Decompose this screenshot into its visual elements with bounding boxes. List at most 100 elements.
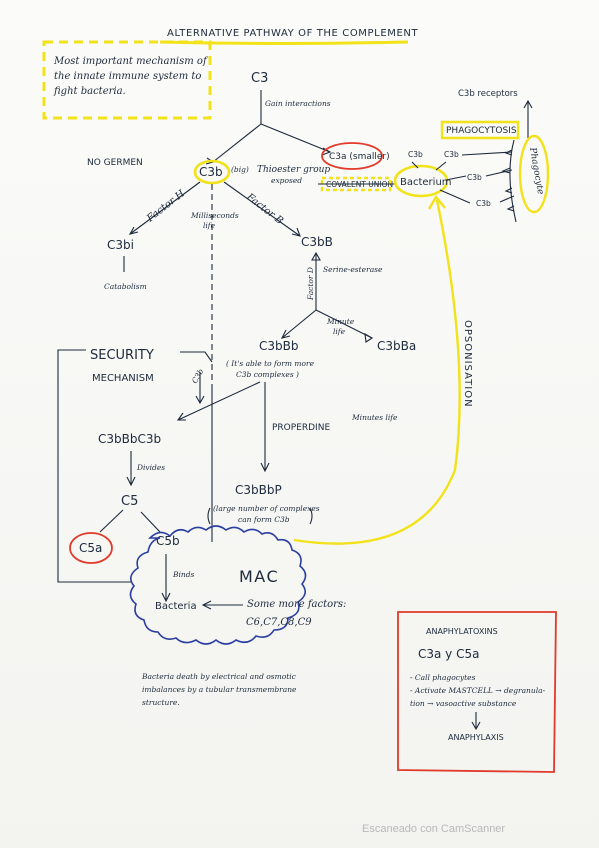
mac-cloud	[129, 525, 307, 645]
node-c3bbb: C3bBb	[259, 339, 298, 353]
c3b-side-label: C3b	[190, 367, 206, 385]
node-c3bb: C3bB	[301, 235, 333, 249]
c3b-tag-4: C3b	[476, 199, 491, 208]
c5-split	[99, 509, 161, 533]
c3b-side-arrow	[195, 372, 205, 405]
big-label: (big)	[231, 165, 249, 174]
c3b-tag-3: C3b	[467, 173, 482, 182]
milliseconds-line-1: Milliseconds	[190, 211, 239, 220]
c3a-y-c5a-label: C3a y C5a	[418, 647, 479, 661]
arrowhead	[128, 226, 139, 235]
c3bbbp-note-line-2: can form C3b	[238, 515, 290, 524]
catabolism-label: Catabolism	[104, 282, 147, 291]
page-title: ALTERNATIVE PATHWAY OF THE COMPLEMENT	[167, 28, 418, 39]
thioester-line-2: exposed	[271, 176, 302, 185]
c3bb-split	[281, 309, 373, 339]
binds-arrow	[161, 554, 171, 603]
opsonisation-curve	[293, 199, 461, 545]
node-c3bbbc3b: C3bBbC3b	[98, 432, 161, 446]
node-c5: C5	[121, 494, 138, 509]
bacteria-death-line-3: structure.	[142, 698, 180, 707]
factors-arrow	[201, 600, 243, 610]
title-highlight	[159, 40, 409, 45]
milliseconds-line-2: life	[203, 221, 216, 230]
c3b-tag-1: C3b	[408, 150, 423, 159]
serine-esterase-label: Serine-esterase	[323, 265, 383, 274]
factor-h-branch	[129, 181, 201, 235]
security-line-2: MECHANISM	[92, 373, 154, 384]
phagocyte-circle	[518, 134, 550, 214]
mac-label: MAC	[239, 567, 279, 586]
intro-line-1: Most important mechanism of	[53, 56, 209, 67]
receptors-arrow	[523, 99, 533, 138]
intro-line-2: the innate immune system to	[54, 71, 201, 82]
phagocyte-membrane	[509, 139, 517, 223]
gain-interactions-label: Gain interactions	[265, 99, 331, 108]
arrowhead	[291, 227, 301, 237]
factor-d-label: Factor D	[306, 267, 315, 301]
some-more-factors-line-1: Some more factors:	[247, 599, 346, 610]
security-line-1: SECURITY	[90, 348, 154, 363]
c3a-circle	[321, 142, 383, 170]
security-loop-line	[57, 349, 132, 583]
anaphylatoxins-box	[397, 611, 557, 773]
c5a-circle	[69, 532, 113, 564]
receptor-spikes	[501, 149, 515, 212]
node-c3a: C3a (smaller)	[329, 152, 390, 162]
node-c3bba: C3bBa	[377, 339, 416, 353]
c3b-tag-2: C3b	[444, 150, 459, 159]
c3bbb-note-line-2: C3b complexes )	[236, 370, 299, 379]
anaphy-line-2: - Activate MASTCELL → degranula-	[410, 686, 546, 695]
intro-box	[42, 40, 212, 120]
minute-life-line-2: life	[333, 327, 346, 336]
binds-label: Binds	[172, 570, 195, 579]
arrowhead	[364, 332, 374, 343]
minute-life-line-1: Minute	[326, 317, 355, 326]
arrowhead	[176, 412, 186, 421]
some-more-factors-line-2: C6,C7,C8,C9	[246, 617, 312, 628]
thioester-line-1: Thioester group	[257, 165, 330, 175]
factor-b-label: Factor B	[243, 191, 285, 227]
bacteria-death-line-1: Bacteria death by electrical and osmotic	[141, 672, 297, 681]
node-c3bbbp: C3bBbP	[235, 483, 282, 497]
anaphylaxis-arrow	[471, 712, 481, 731]
bacterium-label: Bacterium	[400, 177, 452, 188]
node-c5a: C5a	[79, 541, 102, 555]
opsonisation-arrowhead	[427, 194, 446, 210]
node-c3b: C3b	[199, 165, 223, 179]
factor-b-branch	[223, 181, 301, 237]
camscanner-watermark: Escaneado con CamScanner	[362, 823, 505, 835]
security-pointer	[180, 351, 213, 363]
to-c3bbbc3b-line	[177, 381, 261, 421]
anaphylaxis-label: ANAPHYLAXIS	[448, 733, 504, 742]
anaphylatoxins-title: ANAPHYLATOXINS	[426, 627, 498, 636]
divides-label: Divides	[136, 463, 165, 472]
opsonisation-label: OPSONISATION	[462, 320, 473, 408]
arrowhead	[280, 329, 291, 339]
c3bbbp-note-line-1: (large number of complexes	[213, 504, 320, 513]
c3b-circle	[193, 159, 231, 185]
node-c3bi: C3bi	[107, 238, 134, 252]
node-c3: C3	[251, 71, 268, 86]
anaphy-line-3: tion → vasoactive substance	[410, 699, 517, 708]
phagocytosis-label: PHAGOCYTOSIS	[446, 126, 517, 136]
c3bbb-note-line-1: ( It's able to form more	[226, 359, 315, 368]
c3-split	[212, 123, 331, 163]
minutes-life-label: Minutes life	[351, 413, 398, 422]
node-c5b: C5b	[156, 534, 180, 548]
properdine-label: PROPERDINE	[272, 423, 330, 433]
bacteria-death-line-2: imbalances by a tubular transmembrane	[142, 685, 297, 694]
no-germen-label: NO GERMEN	[87, 158, 143, 168]
factor-h-label: Factor H	[144, 188, 187, 225]
phagocyte-label: Phagocyte	[527, 146, 545, 195]
c3b-receptors-label: C3b receptors	[458, 89, 518, 99]
intro-line-3: fight bacteria.	[53, 86, 126, 97]
c3b-tag-links	[411, 161, 471, 204]
arrowhead	[311, 251, 321, 261]
anaphy-line-1: - Call phagocytes	[410, 673, 476, 682]
divides-arrow	[126, 451, 136, 487]
bacteria-label: Bacteria	[155, 601, 197, 612]
arrowhead	[260, 462, 270, 473]
